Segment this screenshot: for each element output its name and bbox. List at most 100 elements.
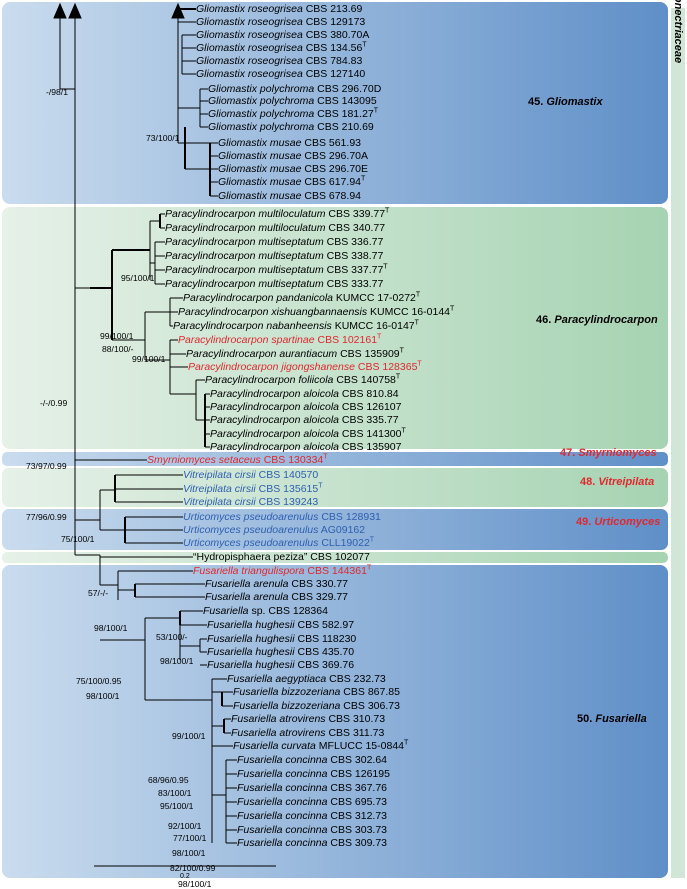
taxon-label: Gliomastix roseogrisea CBS 213.69 bbox=[196, 3, 362, 15]
band-vitreipilata bbox=[2, 468, 668, 507]
taxon-label: Paracylindrocarpon spartinae CBS 102161T bbox=[178, 334, 381, 347]
taxon-label: Paracylindrocarpon multiloculatum CBS 34… bbox=[165, 222, 385, 234]
taxon-label: Fusariella hughesii CBS 582.97 bbox=[207, 619, 354, 631]
strain-id: CBS 141300 bbox=[339, 428, 402, 440]
clade-label: 47. Smyrniomyces bbox=[560, 447, 657, 459]
species-name: Fusariella concinna bbox=[237, 810, 328, 822]
species-name: Paracylindrocarpon pandanicola bbox=[183, 292, 334, 304]
type-marker: T bbox=[395, 373, 401, 381]
clade-label: 45. Gliomastix bbox=[528, 96, 603, 108]
type-marker: T bbox=[414, 319, 419, 327]
band-urticomyces bbox=[2, 509, 668, 550]
species-name: Fusariella aegyptiaca bbox=[227, 673, 327, 685]
taxon-label: Vitreipilata cirsii CBS 140570 bbox=[183, 469, 318, 481]
strain-id: CBS 333.77 bbox=[323, 278, 384, 290]
clade-label: 49. Urticomyces bbox=[576, 516, 661, 528]
species-name: Vitreipilata cirsii bbox=[183, 469, 256, 481]
taxon-label: Paracylindrocarpon jigongshanense CBS 12… bbox=[188, 361, 422, 374]
taxon-label: Fusariella curvata MFLUCC 15-0844T bbox=[233, 740, 408, 753]
species-name: Paracylindrocarpon aurantiacum bbox=[186, 348, 338, 360]
strain-id: CBS 311.73 bbox=[325, 727, 385, 739]
species-name: Fusariella triangulispora bbox=[193, 565, 305, 577]
taxon-label: Paracylindrocarpon multiseptatum CBS 333… bbox=[165, 278, 383, 290]
support-value: 98/100/1 bbox=[94, 623, 128, 633]
strain-id: CBS 309.73 bbox=[327, 837, 388, 849]
band-fusariella bbox=[2, 565, 668, 878]
taxon-label: Gliomastix roseogrisea CBS 129173 bbox=[196, 16, 365, 28]
clade-label: 46. Paracylindrocarpon bbox=[536, 314, 658, 326]
taxon-label: Fusariella concinna CBS 312.73 bbox=[237, 810, 387, 822]
taxon-label: Fusariella concinna CBS 367.76 bbox=[237, 782, 387, 794]
species-name: Fusariella arenula bbox=[205, 591, 289, 603]
strain-id: CBS 561.93 bbox=[301, 137, 361, 149]
support-value: 99/100/1 bbox=[100, 331, 134, 341]
species-name: Gliomastix musae bbox=[218, 163, 302, 175]
strain-id: CBS 296.70D bbox=[314, 83, 382, 95]
support-value: 95/100/1 bbox=[160, 801, 194, 811]
type-marker: T bbox=[362, 41, 367, 49]
type-marker: T bbox=[369, 536, 375, 544]
support-value: 73/100/1 bbox=[146, 133, 180, 143]
support-value: 92/100/1 bbox=[168, 821, 202, 831]
taxon-label: Fusariella hughesii CBS 118230 bbox=[207, 633, 356, 645]
taxon-label: Fusariella atrovirens CBS 310.73 bbox=[231, 713, 385, 725]
strain-id: CBS 329.77 bbox=[288, 591, 349, 603]
strain-id: KUMCC 16-0144 bbox=[367, 306, 450, 318]
taxon-label: Paracylindrocarpon aurantiacum CBS 13590… bbox=[186, 348, 404, 361]
taxon-label: Gliomastix musae CBS 561.93 bbox=[218, 137, 361, 149]
band-smyrniomyces bbox=[2, 452, 668, 466]
support-value: 77/100/1 bbox=[173, 833, 207, 843]
taxon-label: Fusariella aegyptiaca CBS 232.73 bbox=[227, 673, 386, 685]
species-name: Fusariella arenula bbox=[205, 578, 289, 590]
taxon-label: Fusariella triangulispora CBS 144361T bbox=[193, 565, 371, 578]
strain-id: CBS 128365 bbox=[354, 361, 418, 373]
strain-id: KUMCC 17-0272 bbox=[333, 292, 416, 304]
species-name: Fusariella bbox=[203, 605, 249, 617]
strain-id: CBS 130334 bbox=[260, 454, 324, 466]
strain-id: CBS 118230 bbox=[294, 633, 357, 645]
strain-id: CBS 810.84 bbox=[339, 388, 399, 400]
support-value: 75/100/0.95 bbox=[76, 676, 122, 686]
species-name: Paracylindrocarpon xishuangbannaensis bbox=[178, 306, 368, 318]
species-name: Paracylindrocarpon multiseptatum bbox=[165, 278, 324, 290]
species-name: Paracylindrocarpon aloicola bbox=[210, 401, 339, 413]
support-value: 98/100/1 bbox=[160, 656, 194, 666]
band-paracylindrocarpon bbox=[2, 207, 668, 449]
taxon-label: Fusariella concinna CBS 303.73 bbox=[237, 824, 387, 836]
strain-id: CBS 129173 bbox=[302, 16, 366, 28]
support-value: -/98/1 bbox=[46, 87, 68, 97]
taxon-label: Urticomyces pseudoarenulus CBS 128931 bbox=[183, 511, 381, 523]
species-name: Fusariella hughesii bbox=[207, 646, 295, 658]
taxon-label: Gliomastix polychroma CBS 210.69 bbox=[208, 121, 374, 133]
strain-id: CBS 102077 bbox=[307, 551, 370, 563]
strain-id: CBS 380.70A bbox=[302, 29, 370, 41]
strain-id: CBS 339.77 bbox=[325, 208, 386, 220]
support-value: 99/100/1 bbox=[172, 731, 206, 741]
taxon-label: Gliomastix musae CBS 617.94T bbox=[218, 176, 365, 189]
species-name: Paracylindrocarpon multiseptatum bbox=[165, 236, 324, 248]
species-name: Fusariella curvata bbox=[233, 740, 316, 752]
species-name: Paracylindrocarpon aloicola bbox=[210, 414, 339, 426]
species-name: Urticomyces pseudoarenulus bbox=[183, 511, 319, 523]
support-value: 53/100/- bbox=[156, 632, 188, 642]
taxon-label: Paracylindrocarpon xishuangbannaensis KU… bbox=[178, 305, 455, 319]
species-name: Paracylindrocarpon aloicola bbox=[210, 388, 339, 400]
clade-label: 48. Vitreipilata bbox=[580, 476, 655, 488]
species-name: Paracylindrocarpon spartinae bbox=[178, 334, 315, 346]
strain-id: CBS 135907 bbox=[339, 441, 402, 453]
strain-id: CBS 302.64 bbox=[327, 754, 388, 766]
taxon-label: Gliomastix polychroma CBS 143095 bbox=[208, 95, 377, 107]
species-name: Gliomastix polychroma bbox=[208, 83, 315, 95]
species-name: Fusariella concinna bbox=[237, 824, 328, 836]
species-name: Gliomastix roseogrisea bbox=[196, 16, 303, 28]
strain-id: CBS 369.76 bbox=[294, 659, 355, 671]
strain-id: CBS 340.77 bbox=[325, 222, 386, 234]
strain-id: CBS 335.77 bbox=[339, 414, 399, 426]
strain-id: CBS 140570 bbox=[255, 469, 319, 481]
type-marker: T bbox=[450, 305, 455, 313]
species-name: Gliomastix roseogrisea bbox=[196, 29, 303, 41]
taxon-label: Fusariella concinna CBS 695.73 bbox=[237, 796, 387, 808]
type-marker: T bbox=[373, 107, 379, 115]
support-value: -/-/0.99 bbox=[40, 398, 68, 408]
support-value: 75/100/1 bbox=[61, 534, 95, 544]
